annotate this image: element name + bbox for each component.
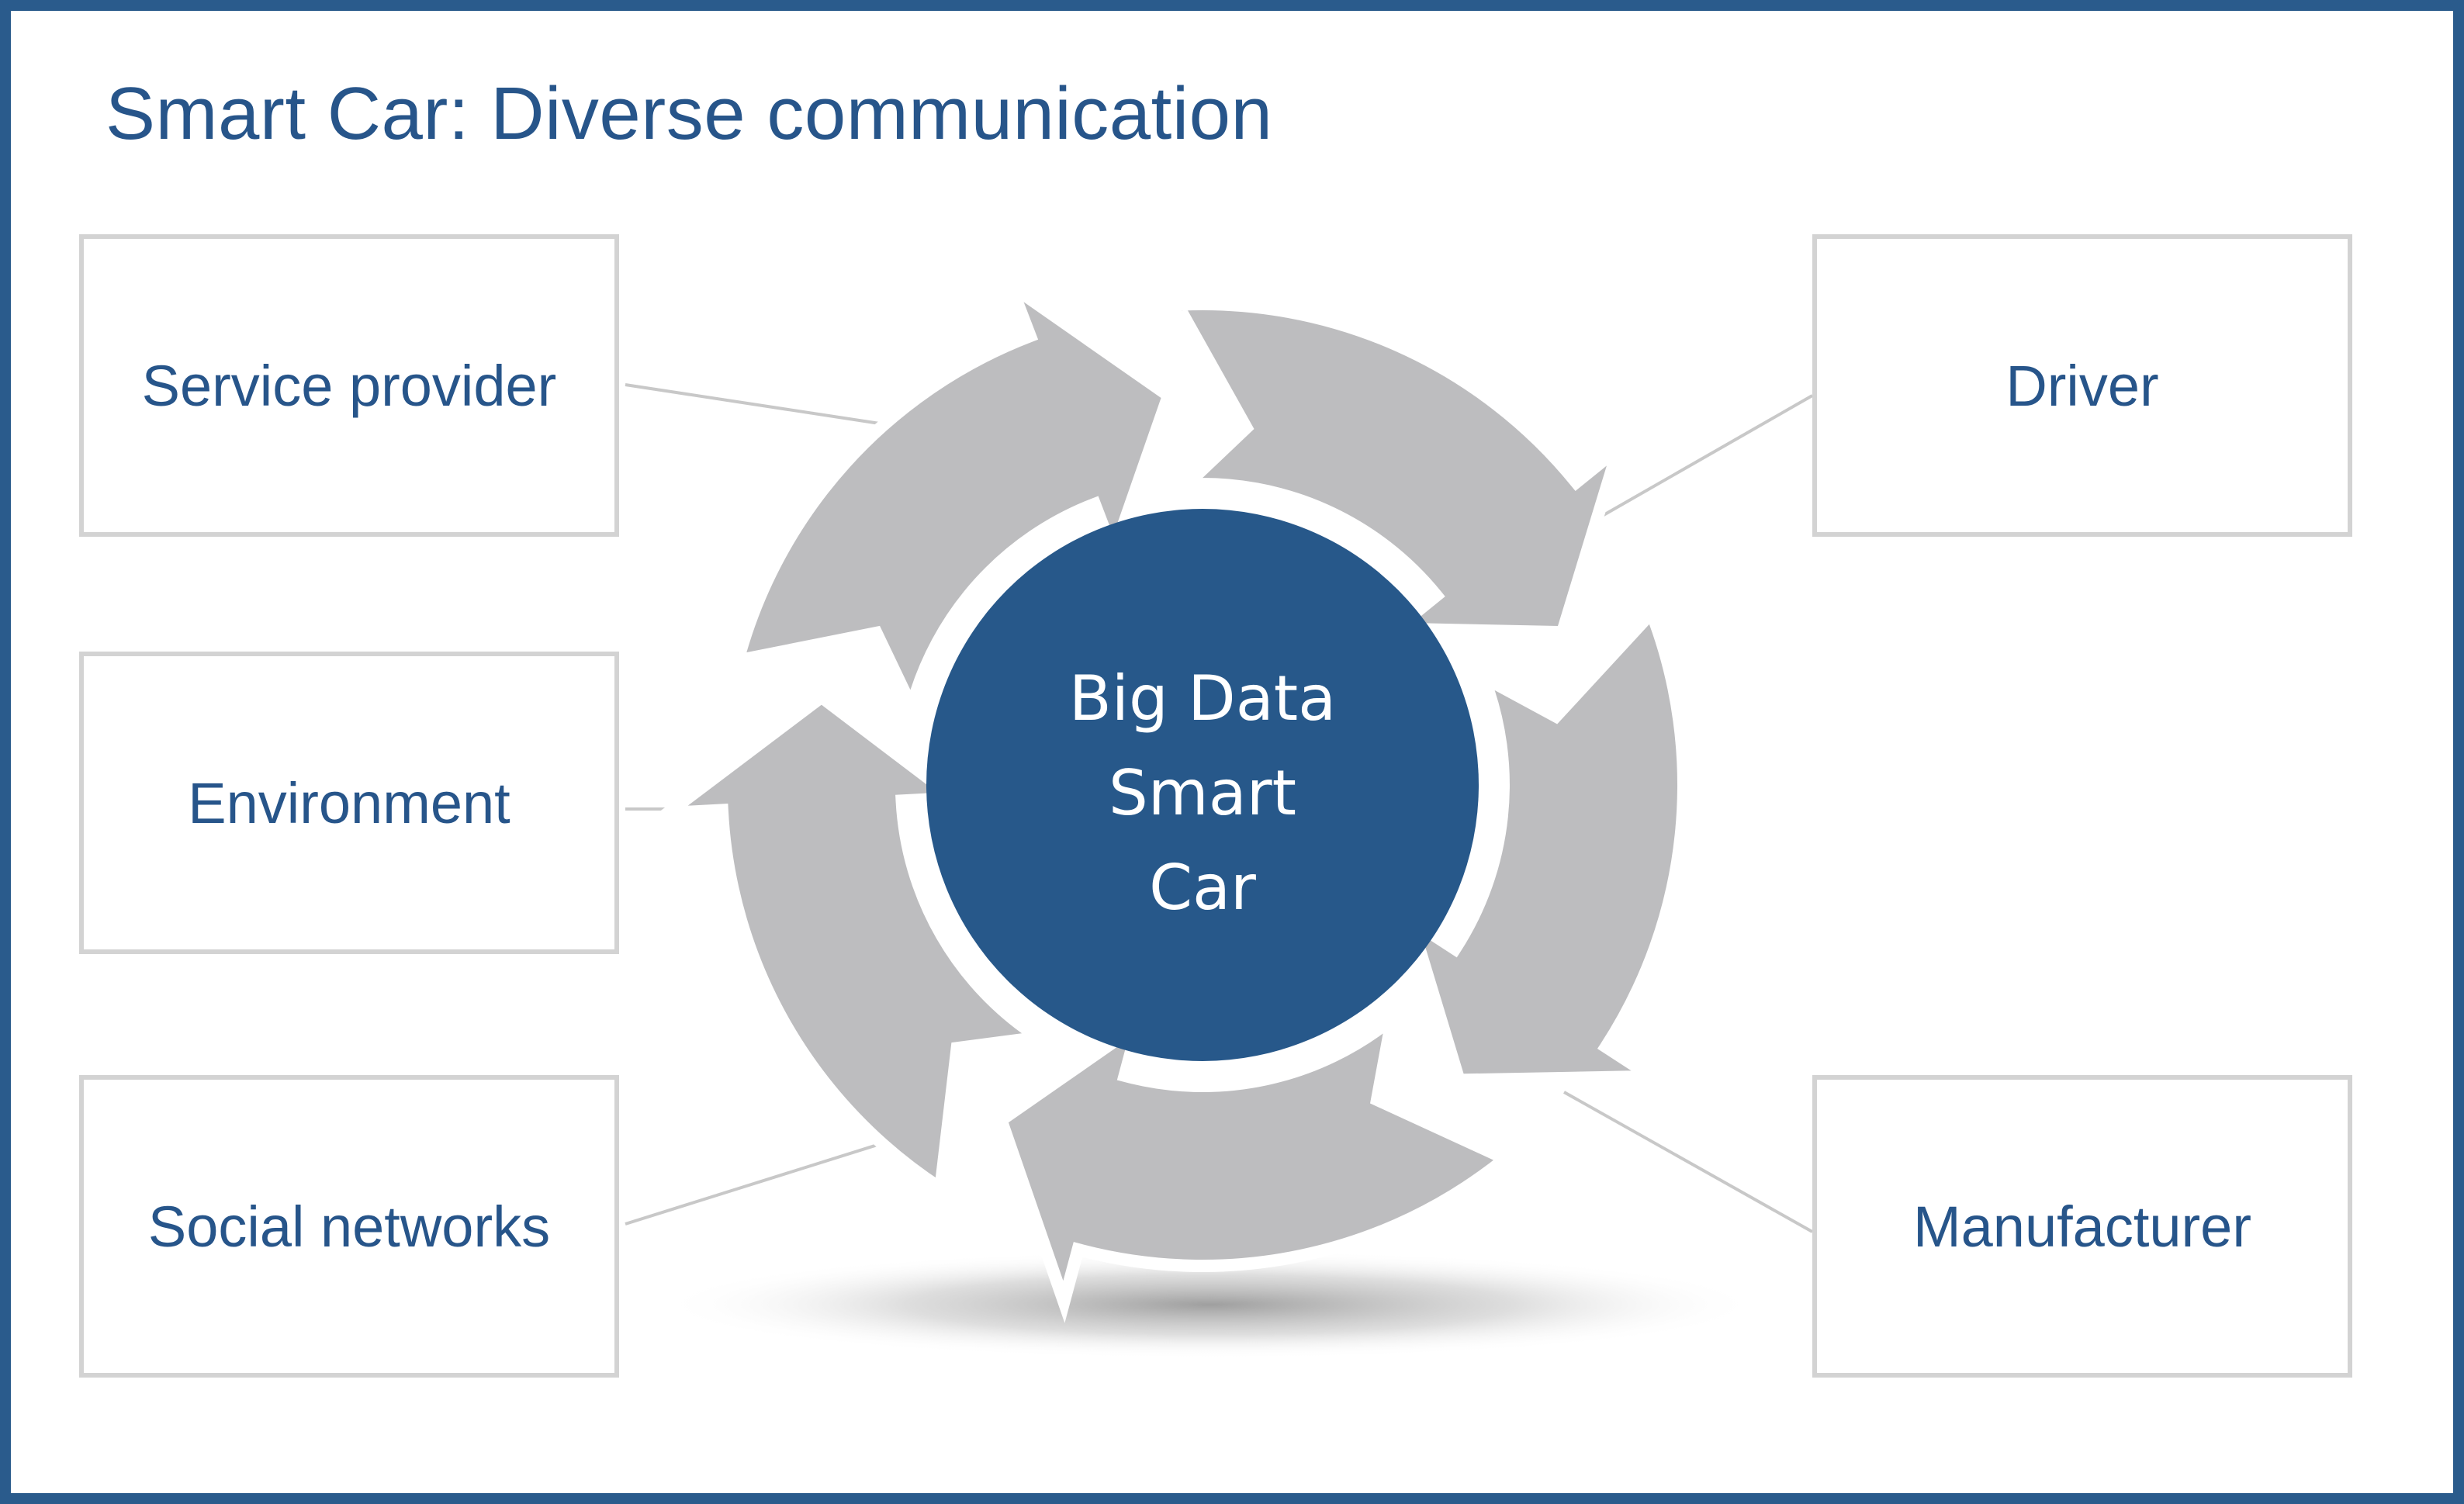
box-service-provider: Service provider [79,234,619,537]
arrow-bottom-left [993,1003,1518,1323]
arrow-bottom-right [1400,600,1690,1087]
cycle-arrows [648,268,1690,1323]
box-service-provider-label: Service provider [141,353,557,418]
connector-manufacturer [1563,1091,1813,1233]
box-manufacturer: Manufacturer [1812,1075,2352,1378]
cycle-shadow [659,1250,1761,1359]
box-manufacturer-label: Manufacturer [1913,1194,2251,1259]
slide-title: Smart Car: Diverse communication [106,72,1273,155]
box-driver-label: Driver [2005,353,2159,418]
box-driver: Driver [1812,234,2352,537]
box-social-networks-label: Social networks [147,1194,551,1259]
hub-label: Big Data Smart Car [1009,652,1396,935]
connector-social-networks [625,1139,893,1226]
box-environment: Environment [79,652,619,954]
hub-circle [926,509,1479,1061]
box-environment-label: Environment [188,770,510,835]
hub-label-line-2: Smart [1109,757,1296,829]
hub-label-line-1: Big Data [1068,662,1337,735]
arrow-left [648,689,1057,1199]
arrow-top [729,268,1176,725]
connector-service-provider [625,383,901,428]
box-social-networks: Social networks [79,1075,619,1378]
hub-label-line-3: Car [1149,852,1256,924]
arrow-right [1167,298,1631,639]
connector-driver [1597,394,1813,520]
